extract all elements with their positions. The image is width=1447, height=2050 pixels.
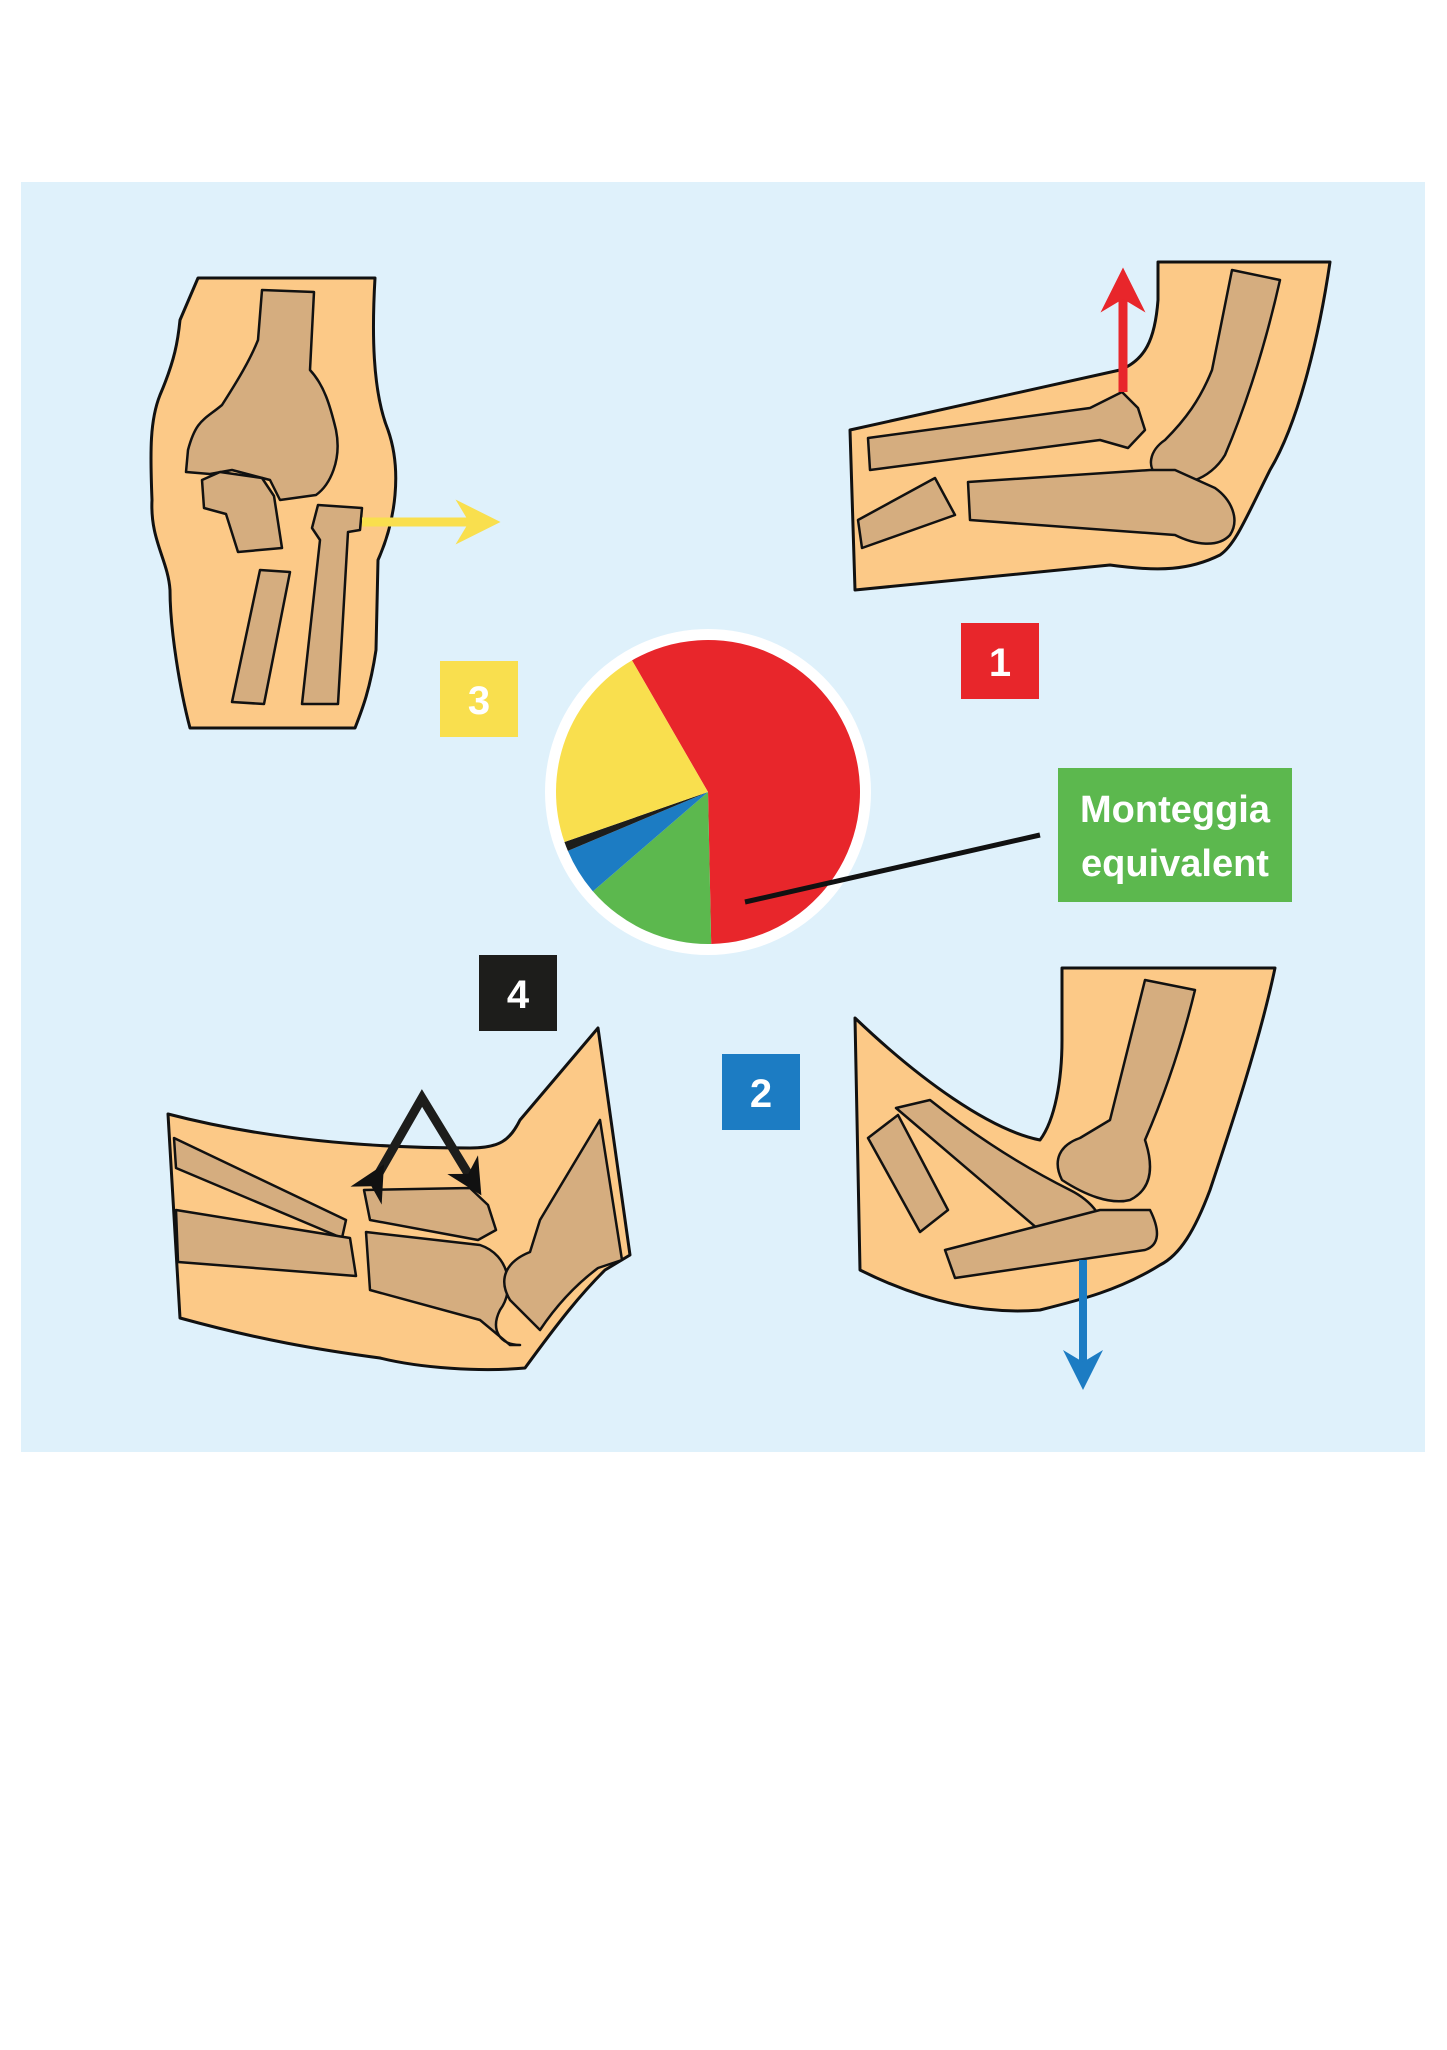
type-2-badge: 2	[722, 1054, 800, 1130]
type-4-label: 4	[507, 973, 530, 1017]
callout-line-2: equivalent	[1081, 843, 1269, 885]
callout-box	[1058, 768, 1292, 902]
type-3-badge: 3	[440, 661, 518, 737]
elbow-illustration-type-2	[853, 966, 1277, 1390]
pie-slice-type-4	[564, 792, 708, 851]
elbow-illustration-type-1	[848, 260, 1332, 592]
type-3-label: 3	[468, 679, 490, 723]
pie-slice-monteggia-equivalent	[592, 792, 712, 944]
callout-line-1: Monteggia	[1080, 789, 1271, 831]
pie-slice-type-1	[632, 639, 860, 944]
elbow-illustration-type-4	[166, 1026, 632, 1372]
double-arrowhead-black	[350, 1089, 482, 1205]
pie-slice-type-2	[567, 792, 708, 892]
monteggia-equivalent-callout: Monteggia equivalent	[1058, 768, 1292, 902]
type-4-badge: 4	[479, 955, 557, 1031]
type-2-badge-box	[722, 1054, 800, 1130]
elbow-illustration-type-3	[149, 276, 501, 730]
type-1-label: 1	[989, 641, 1011, 685]
type-1-badge-box	[961, 623, 1039, 699]
type-2-label: 2	[750, 1072, 772, 1116]
callout-leader-line	[744, 832, 1041, 905]
type-3-badge-box	[440, 661, 518, 737]
type-1-badge: 1	[961, 623, 1039, 699]
pie-slice-type-3	[556, 660, 708, 842]
pie-chart	[556, 639, 860, 944]
type-4-badge-box	[479, 955, 557, 1031]
